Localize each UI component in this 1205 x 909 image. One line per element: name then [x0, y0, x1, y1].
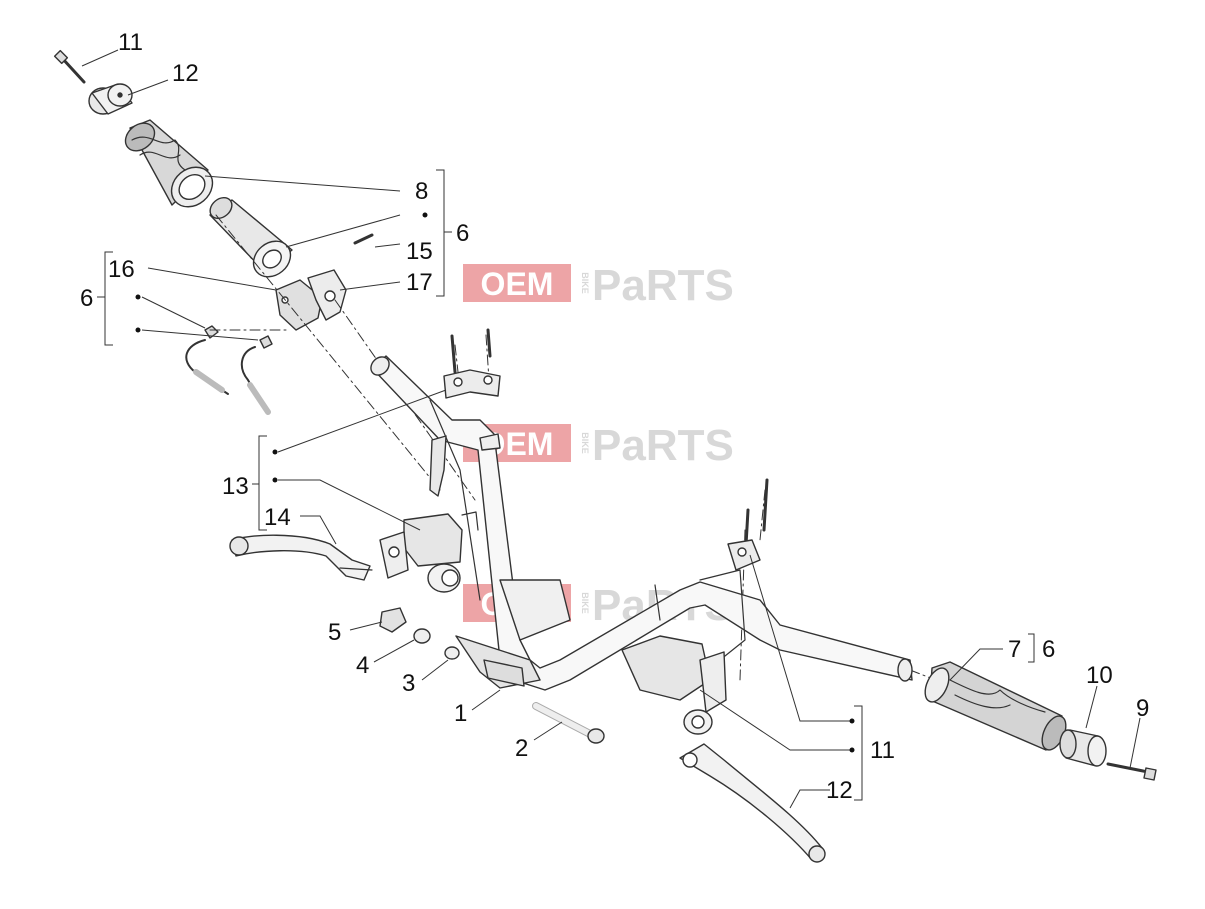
watermark-parts: PaRTS [592, 261, 734, 310]
right-lever [679, 743, 826, 863]
callout-4: 4 [356, 652, 369, 679]
callout-5: 5 [328, 619, 341, 646]
right-master-cylinder [621, 635, 727, 735]
watermark-parts: PaRTS [592, 421, 734, 470]
callout-13: 13 [222, 473, 249, 500]
callout-15: 15 [406, 238, 433, 265]
callout-12-bottom: 12 [826, 777, 853, 804]
top-clamp [429, 328, 501, 497]
callout-6-left: 6 [80, 285, 93, 312]
callout-9: 9 [1136, 695, 1149, 722]
callout-3: 3 [402, 670, 415, 697]
watermark-bike: BIKE [580, 432, 590, 454]
bullet-dots [135, 212, 855, 753]
right-grip [924, 661, 1067, 751]
callout-10: 10 [1086, 662, 1113, 689]
watermark-bike: BIKE [580, 592, 590, 614]
callout-2: 2 [515, 735, 528, 762]
throttle-sleeve [209, 196, 293, 278]
throttle-cables [185, 325, 273, 415]
callout-11-top: 11 [118, 29, 143, 56]
callout-6-right: 6 [456, 220, 469, 247]
bar-end-weight-right [1059, 729, 1107, 767]
throttle-housing [275, 233, 374, 331]
callout-8: 8 [415, 178, 428, 205]
group-brackets [97, 169, 1035, 801]
callout-16: 16 [108, 256, 135, 283]
watermark-oem: OEM [481, 266, 554, 302]
bolt-right [1106, 762, 1157, 781]
callout-14: 14 [264, 504, 291, 531]
bar-end-weight-top [88, 83, 133, 115]
callout-12-top: 12 [172, 60, 199, 87]
watermark-top: OEM BIKE PaRTS [463, 261, 734, 310]
left-lever [229, 534, 373, 581]
watermark-bike: BIKE [580, 272, 590, 294]
callout-1: 1 [454, 700, 467, 727]
left-master-cylinder [379, 511, 479, 593]
callout-6-grip: 6 [1042, 636, 1055, 663]
callout-17: 17 [406, 269, 433, 296]
callout-labels: 11 12 8 6 15 17 16 6 13 14 5 4 3 1 2 7 6… [80, 29, 1149, 804]
left-grip [124, 119, 214, 208]
leader-lines [81, 49, 1141, 809]
bolt-top-left [53, 49, 86, 84]
watermark-middle: OEM BIKE PaRTS [463, 421, 734, 470]
switch-hardware [379, 607, 605, 744]
callout-11-bottom: 11 [870, 737, 895, 764]
callout-7: 7 [1008, 636, 1021, 663]
